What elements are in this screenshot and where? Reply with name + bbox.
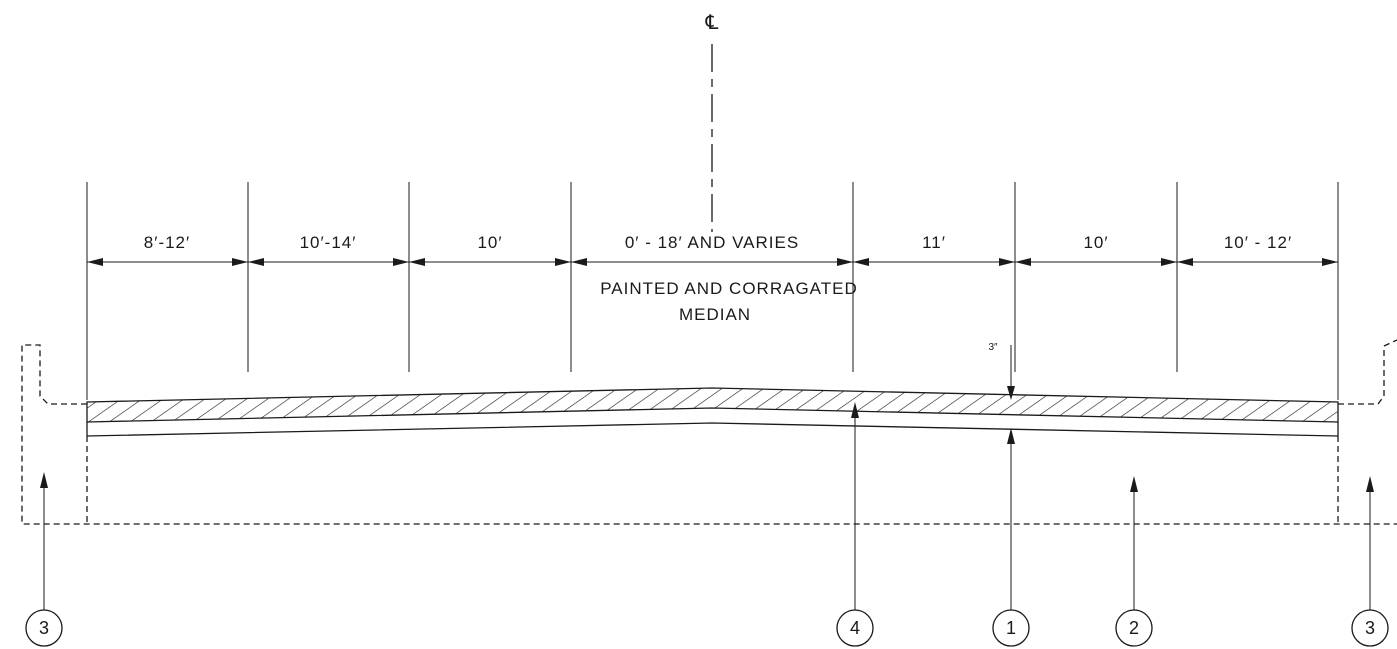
leader-lines [40,402,1374,610]
dimension-label-lane-left-outer: 10′-14′ [300,233,357,252]
callout-label-3-left: 3 [39,618,49,638]
pavement-overlay-layer [86,387,1339,423]
dimension-label-shoulder-left: 8′-12′ [144,233,190,252]
median-note-line-2: MEDIAN [679,305,751,324]
thickness-note: 3″ [988,342,1015,400]
dimension-label-lane-right-inner: 11′ [922,233,946,252]
extension-lines [86,182,1339,400]
median-note-line-1: PAINTED AND CORRAGATED [600,279,858,298]
callout-3-left [25,609,63,647]
pavement-base-layer [86,422,1339,437]
dimension-labels: 8′-12′ 10′-14′ 10′ 0′ - 18′ AND VARIES 1… [144,233,1292,252]
centerline-symbol: ℄ [705,10,719,34]
existing-curb-right [1337,339,1397,524]
dimension-line [87,258,1338,266]
dimension-label-median: 0′ - 18′ AND VARIES [625,233,799,252]
callout-label-3-right: 3 [1365,618,1375,638]
callout-1 [992,609,1030,647]
callout-2 [1115,609,1153,647]
dimension-label-lane-right-outer: 10′ [1083,233,1108,252]
thickness-label: 3″ [988,342,998,353]
callout-3-right [1351,609,1389,647]
callout-label-1: 1 [1006,618,1016,638]
callout-4 [836,609,874,647]
dimension-label-shoulder-right: 10′ - 12′ [1224,233,1292,252]
callout-label-2: 2 [1129,618,1139,638]
callout-label-4: 4 [850,618,860,638]
centerline: ℄ [705,10,719,232]
existing-curb-left [21,344,1397,525]
median-note: PAINTED AND CORRAGATED MEDIAN [600,279,858,324]
dimension-label-lane-left-inner: 10′ [477,233,502,252]
